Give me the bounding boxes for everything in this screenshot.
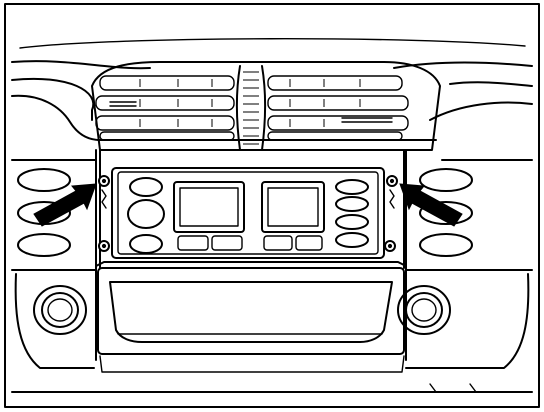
control-panel — [111, 167, 385, 259]
air-vent-assembly — [91, 61, 441, 151]
right-mounting-screw — [386, 175, 398, 209]
right-switch-blanks — [419, 168, 473, 257]
left-round-vent — [33, 285, 87, 335]
right-arrow-icon — [399, 183, 463, 227]
left-switch-blanks — [17, 168, 71, 257]
right-lower-screw — [384, 240, 396, 252]
left-mounting-screw — [98, 175, 110, 209]
right-display — [261, 181, 325, 233]
dashboard-top-contour — [11, 38, 533, 141]
left-lower-screw — [98, 240, 110, 252]
mounting-screws — [98, 175, 398, 252]
storage-tray — [95, 261, 407, 373]
left-arrow-icon — [33, 183, 97, 227]
bottom-edge — [11, 383, 533, 393]
right-round-vent — [397, 285, 451, 335]
right-vent-louvres — [267, 75, 409, 141]
left-display — [173, 181, 245, 233]
left-vent-louvres — [95, 75, 235, 141]
image-frame — [4, 3, 540, 408]
callout-arrows — [33, 183, 463, 227]
